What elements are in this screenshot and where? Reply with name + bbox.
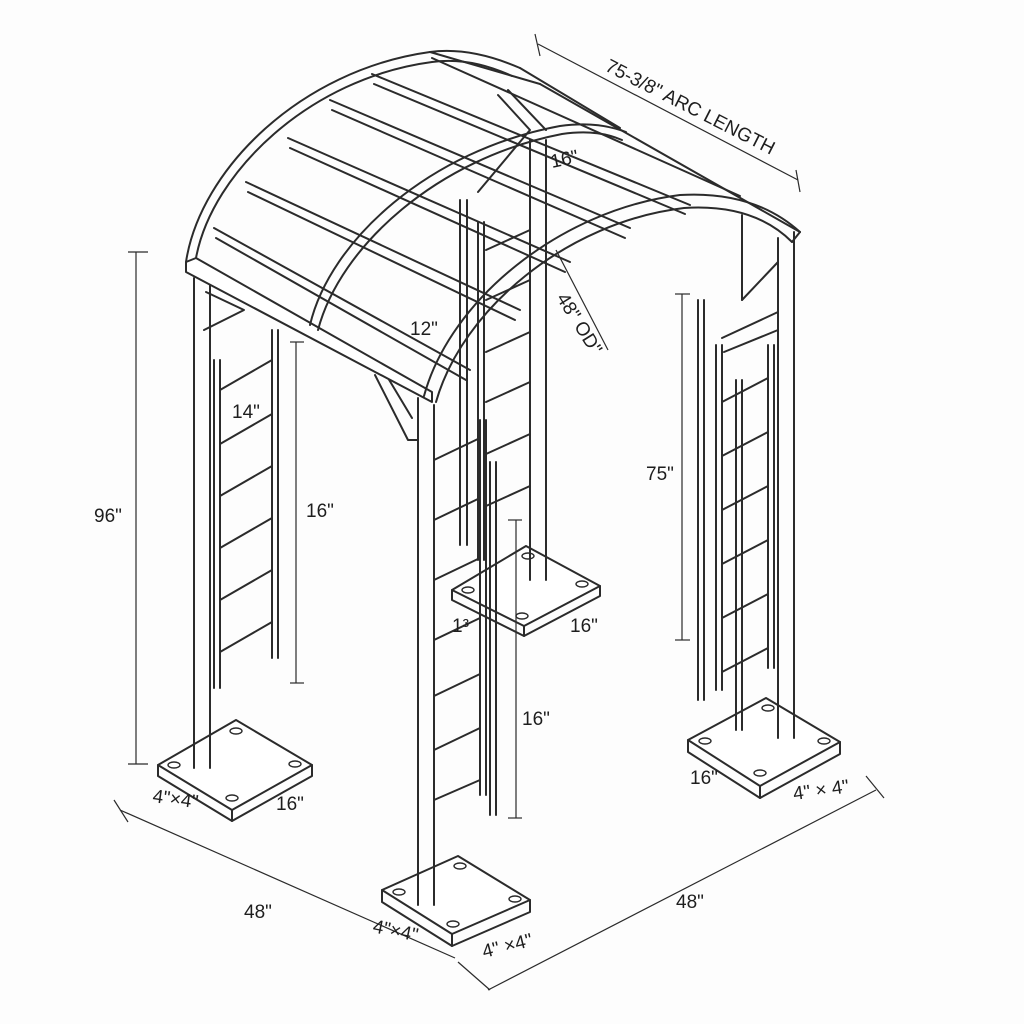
- label-depth-side: 48": [676, 892, 704, 913]
- ladder-right: [697, 299, 775, 731]
- label-base-back-center: 16": [570, 616, 598, 637]
- post-front: [417, 397, 435, 906]
- ladder-back: [459, 199, 531, 561]
- ladder-left: [213, 329, 279, 689]
- label-purlin-spacing: 12": [410, 319, 438, 340]
- label-rung-spacing-a: 14": [232, 402, 260, 423]
- ladder-front: [433, 419, 497, 816]
- label-post-right: 4" × 4": [792, 776, 851, 805]
- label-height-total: 96": [94, 506, 122, 527]
- corner-braces: [203, 89, 779, 441]
- roof: [185, 49, 801, 403]
- label-post-left: 4"×4": [151, 786, 199, 813]
- label-base-front-left: 16": [276, 794, 304, 815]
- label-width-front: 48": [244, 902, 272, 923]
- post-back: [529, 139, 547, 581]
- label-ladder-height-center: 16": [522, 709, 550, 730]
- dimension-lines: [113, 33, 885, 991]
- label-diameter: 48" OD": [552, 290, 606, 359]
- label-height-trellis: 75": [646, 464, 674, 485]
- base-plate-right: [687, 697, 841, 799]
- post-left: [193, 277, 211, 769]
- label-arc-length: 75-3/8" ARC LENGTH: [602, 56, 778, 160]
- label-center-partial: 1³: [452, 616, 469, 637]
- label-ladder-height-left: 16": [306, 501, 334, 522]
- label-post-front-b: 4" ×4": [480, 930, 535, 963]
- label-base-back-right: 16": [690, 768, 718, 789]
